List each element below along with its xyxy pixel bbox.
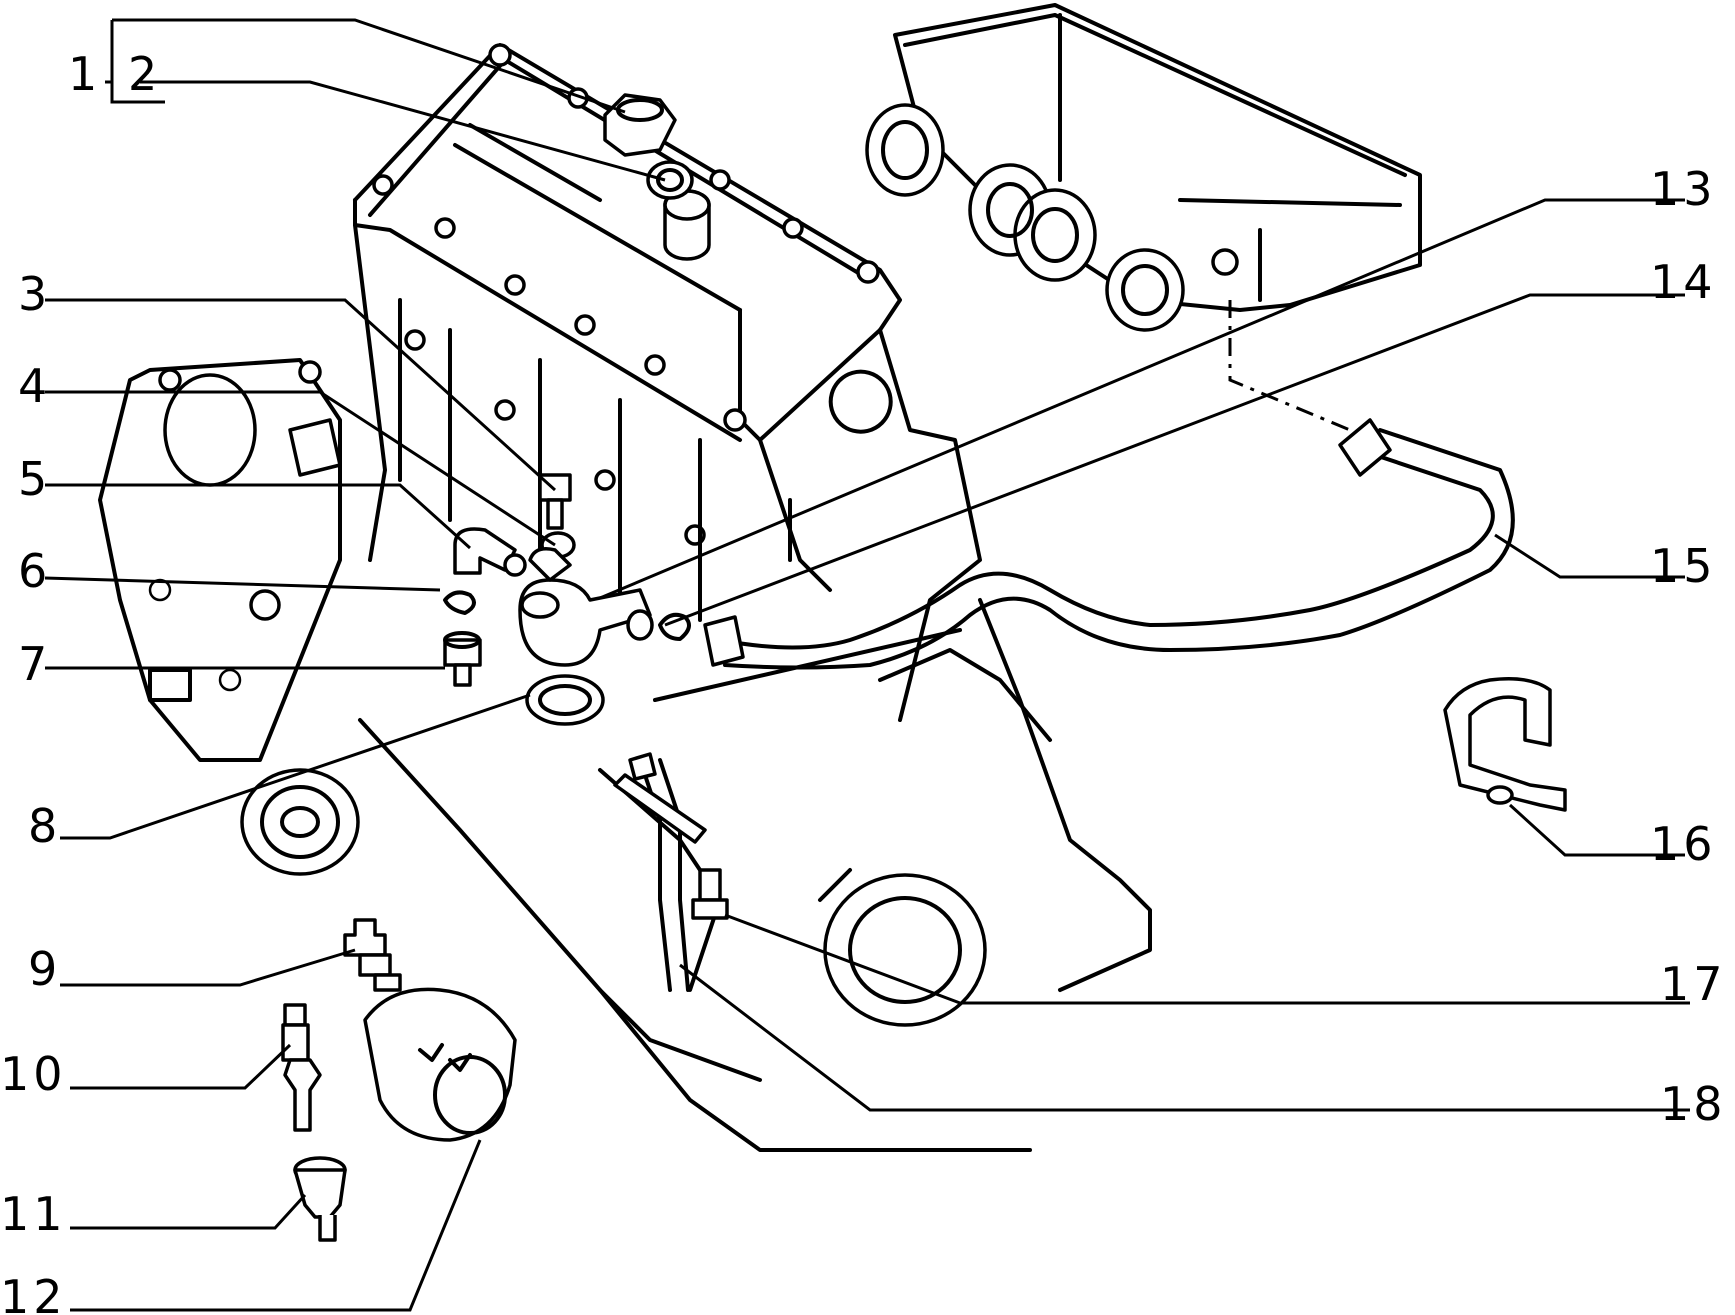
callout-18: 18 bbox=[1660, 1077, 1727, 1131]
bracket-16 bbox=[1443, 677, 1567, 812]
leader-lines bbox=[44, 18, 1690, 1312]
callout-3: 3 bbox=[18, 267, 51, 321]
callout-11: 11 bbox=[0, 1187, 67, 1241]
callout-16: 16 bbox=[1650, 817, 1717, 871]
callout-17: 17 bbox=[1660, 957, 1727, 1011]
boot-11 bbox=[293, 1156, 347, 1242]
engine-block bbox=[98, 43, 1152, 1152]
callout-labels: 1 2 3 4 5 6 7 8 9 10 11 12 13 14 15 16 1… bbox=[0, 47, 1727, 1315]
callout-6: 6 bbox=[18, 544, 51, 598]
crank-pulley bbox=[818, 868, 987, 1027]
callout-14: 14 bbox=[1650, 255, 1717, 309]
callout-13: 13 bbox=[1650, 162, 1717, 216]
sensor-7 bbox=[443, 631, 482, 687]
dipstick-tube-18 bbox=[613, 752, 707, 992]
bolt-3 bbox=[538, 473, 572, 530]
callout-12: 12 bbox=[0, 1270, 67, 1315]
o-ring-8 bbox=[525, 674, 605, 726]
pressure-switch-9 bbox=[343, 918, 402, 992]
filler-seal bbox=[646, 160, 694, 200]
filter-mount-flange bbox=[240, 768, 360, 876]
callout-10: 10 bbox=[0, 1047, 67, 1101]
clip-6 bbox=[443, 590, 476, 615]
filler-cap bbox=[603, 93, 677, 157]
callout-8: 8 bbox=[28, 799, 61, 853]
oil-filter-12 bbox=[363, 987, 517, 1142]
clamp-14 bbox=[658, 612, 691, 641]
callout-4: 4 bbox=[18, 359, 51, 413]
breather-hose bbox=[703, 418, 1515, 670]
callout-9: 9 bbox=[28, 942, 61, 996]
callout-2: 2 bbox=[128, 47, 161, 101]
callout-15: 15 bbox=[1650, 539, 1717, 593]
water-pump-housing bbox=[98, 358, 342, 762]
elbow-pipe-5 bbox=[453, 527, 517, 575]
sender-10 bbox=[281, 1003, 322, 1132]
breather-union bbox=[518, 547, 654, 667]
callout-5: 5 bbox=[18, 452, 51, 506]
intake-manifold bbox=[865, 3, 1422, 332]
callout-1: 1 bbox=[68, 47, 101, 101]
drain-plug-17 bbox=[691, 868, 729, 920]
callout-7: 7 bbox=[18, 637, 51, 691]
